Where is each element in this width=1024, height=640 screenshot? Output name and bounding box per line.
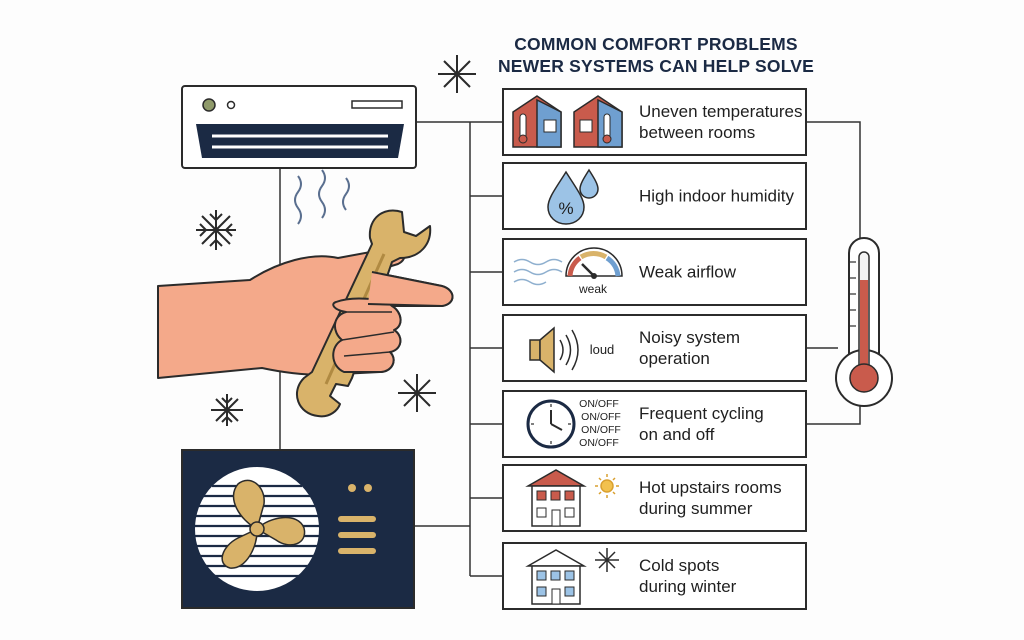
problem-label: Cold spots during winter <box>639 556 737 596</box>
snowflake-icon <box>196 210 236 250</box>
problem-card-frequent-cycling: Frequent cycling on and off <box>502 390 807 458</box>
problem-card-hot-upstairs: Hot upstairs rooms during summer <box>502 464 807 532</box>
problem-label: High indoor humidity <box>639 186 794 206</box>
problem-label: Weak airflow <box>639 262 736 282</box>
fan-icon <box>221 479 306 569</box>
problem-card-noisy-operation: Noisy system operation <box>502 314 807 382</box>
problem-card-weak-airflow: Weak airflow <box>502 238 807 306</box>
problem-label: Frequent cycling on and off <box>639 404 764 444</box>
outdoor-condenser-unit <box>181 449 415 609</box>
connector-lines <box>279 121 861 577</box>
hand-holding-wrench <box>157 209 454 418</box>
indicator-light-icon <box>202 98 216 112</box>
indoor-ac-unit <box>181 85 417 169</box>
sparkle-icon <box>438 55 476 93</box>
air-waves-icon <box>294 169 350 225</box>
title-line-1: COMMON COMFORT PROBLEMS <box>514 34 798 54</box>
problem-card-cold-spots: Cold spots during winter <box>502 542 807 610</box>
title-line-2: NEWER SYSTEMS CAN HELP SOLVE <box>497 56 815 76</box>
snowflake-icon <box>211 394 243 426</box>
problem-label: Noisy system operation <box>639 328 741 368</box>
page-title: COMMON COMFORT PROBLEMS NEWER SYSTEMS CA… <box>470 33 842 77</box>
problem-card-uneven-temperatures: Uneven temperatures between rooms <box>502 88 807 156</box>
problem-label: Hot upstairs rooms during summer <box>639 478 782 518</box>
problem-label: Uneven temperatures between rooms <box>639 102 803 142</box>
sparkle-icon <box>398 374 436 412</box>
problem-card-high-humidity: High indoor humidity <box>502 162 807 230</box>
thermometer-icon <box>835 237 893 407</box>
